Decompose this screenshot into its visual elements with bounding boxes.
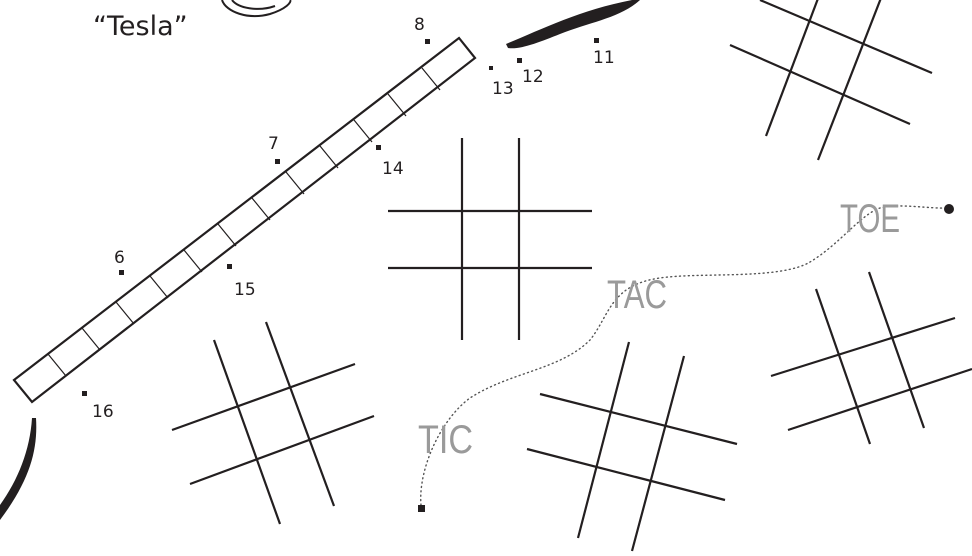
end-point [944,204,954,214]
dot-label-16: 16 [92,402,114,422]
dot-8: 8 [414,15,430,44]
quote-text: “Tesla” [93,11,188,42]
dot-label-6: 6 [114,248,125,268]
tic-tac-toe-grid-center [388,138,592,340]
dot-14: 14 [376,145,404,179]
word-tic: TIC [418,418,473,462]
dot-label-12: 12 [522,67,544,87]
word-toe: TOE [840,197,900,241]
brush-stroke-bottom [0,418,37,520]
dot-15: 15 [227,264,256,300]
start-point [418,505,425,512]
dot-11: 11 [593,38,615,68]
tic-tac-toe-grid-top-right [729,0,933,161]
dotted-path [420,205,949,506]
dot-13: 13 [489,66,514,99]
dot-label-14: 14 [382,159,404,179]
tic-tac-toe-grid-bottom-center [526,341,738,552]
dot-label-8: 8 [414,15,425,35]
brush-stroke-top [506,0,640,49]
dot-7: 7 [268,134,280,164]
tic-tac-toe-grid-bottom-right [770,271,972,445]
scribble-drawing [221,0,292,18]
dot-label-15: 15 [234,280,256,300]
dot-12: 12 [517,58,544,87]
word-tac: TAC [607,273,667,317]
dot-label-13: 13 [492,79,514,99]
guitar-neck [12,36,477,404]
dot-6: 6 [114,248,125,275]
dot-label-7: 7 [268,134,279,154]
dot-16: 16 [82,391,114,422]
tic-tac-toe-grid-bottom-left [171,321,375,525]
dot-label-11: 11 [593,48,615,68]
